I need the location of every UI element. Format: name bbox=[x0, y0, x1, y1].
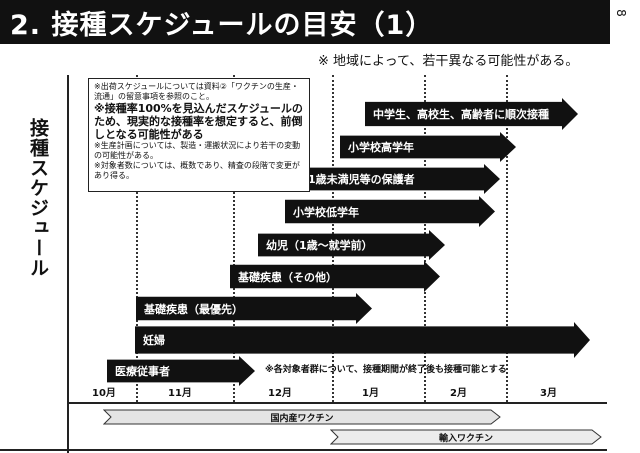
schedule-bar-chronic-other: 基礎疾患（その他） bbox=[230, 261, 440, 292]
domestic-vaccine-bar: 国内産ワクチン bbox=[103, 409, 501, 425]
schedule-bar-lower-elementary: 小学校低学年 bbox=[285, 196, 495, 227]
note-shipping: ※出荷スケジュールについては資料②「ワクチンの生産・流通」の留意事項を参照のこと… bbox=[94, 82, 299, 101]
title-bar bbox=[0, 0, 610, 44]
domestic-vaccine-label: 国内産ワクチン bbox=[270, 413, 334, 424]
schedule-bar-infant-guardians: 1歳未満児等の保護者 bbox=[300, 164, 500, 194]
page-title: 2. 接種スケジュールの目安（1） bbox=[10, 10, 434, 41]
axis-vertical-line bbox=[67, 75, 69, 453]
month-divider bbox=[506, 75, 508, 402]
chevron-arrow-shape bbox=[103, 409, 501, 425]
note-production: ※生産計画については、製造・運搬状況により若干の変動の可能性がある。 bbox=[94, 141, 301, 160]
month-divider bbox=[136, 75, 138, 402]
schedule-bar-chronic-priority: 基礎疾患（最優先） bbox=[136, 293, 372, 324]
notes-box: ※出荷スケジュールについては資料②「ワクチンの生産・流通」の留意事項を参照のこと… bbox=[88, 78, 310, 192]
imported-vaccine-bar: 輸入ワクチン bbox=[330, 429, 602, 445]
month-label: 3月 bbox=[540, 388, 557, 399]
bottom-note: ※各対象者群について、接種期間が終了後も接種可能とする bbox=[265, 365, 507, 375]
region-note: ※ 地域によって、若干異なる可能性がある。 bbox=[318, 54, 579, 69]
imported-vaccine-label: 輸入ワクチン bbox=[438, 433, 493, 444]
page-number: 8 bbox=[613, 9, 628, 17]
axis-horizontal-line bbox=[67, 402, 607, 404]
chevron-arrow-shape bbox=[330, 429, 602, 445]
month-label: 12月 bbox=[268, 388, 292, 399]
note-vaccination-rate: ※接種率100%を見込んだスケジュールのため、現実的な接種率を想定すると、前倒し… bbox=[94, 102, 303, 141]
bottom-border-line bbox=[0, 449, 607, 451]
schedule-bar-healthcare-workers: 医療従事者 bbox=[107, 356, 255, 386]
schedule-bar-upper-elementary: 小学校高学年 bbox=[340, 132, 516, 162]
month-divider bbox=[233, 75, 235, 402]
month-label: 10月 bbox=[92, 388, 116, 399]
note-target-count: ※対象者数については、概数であり、精査の段階で変更があり得る。 bbox=[94, 161, 300, 180]
y-axis-label: 接種スケジュール bbox=[27, 118, 49, 278]
month-label: 11月 bbox=[168, 388, 192, 399]
schedule-bar-young-children: 幼児（1歳～就学前） bbox=[258, 230, 445, 260]
month-label: 2月 bbox=[450, 388, 467, 399]
schedule-bar-pregnant: 妊婦 bbox=[135, 322, 590, 358]
schedule-bar-secondary-elderly: 中学生、高校生、高齢者に順次接種 bbox=[365, 98, 578, 130]
month-label: 1月 bbox=[362, 388, 379, 399]
